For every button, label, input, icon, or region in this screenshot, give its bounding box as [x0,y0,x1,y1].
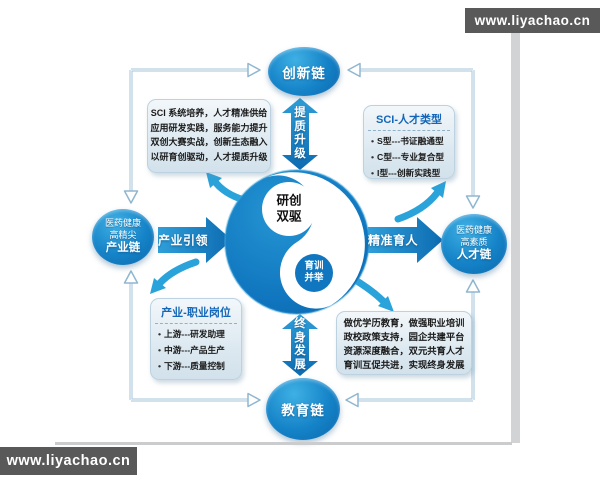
talent-chain-line1: 医药健康 [455,225,492,236]
sci-talent-type-box: SCI-人才类型 S型---书证融通型 C型---专业复合型 I型---创新实践… [363,105,455,179]
precise-education-arrow-label: 精准育人 [367,233,419,248]
watermark-url-bottom: www.liyachao.cn [6,453,131,469]
page-edge-horizontal-strip [55,442,512,445]
quality-upgrade-arrow-icon [282,98,318,170]
education-chain-label: 教育链 [281,403,325,418]
connector-frame-highlight [130,69,474,401]
industry-chain-line3: 产业链 [105,241,141,254]
summary-line: 双创大赛实战，创新生态融入 [150,137,268,148]
research-innovation-dual-drive-label: 研创双驱 [276,193,302,223]
talent-chain-line2: 高素质 [460,236,488,247]
page-edge-vertical-strip [511,10,520,443]
job-position-item: 上游---研发助理 [155,327,237,343]
lifelong-development-arrow-icon [282,314,318,376]
job-positions-title: 产业-职业岗位 [155,304,237,324]
industry-job-positions-box: 产业-职业岗位 上游---研发助理 中游---产品生产 下游---质量控制 [150,298,242,380]
industry-lead-arrow-icon [158,217,232,263]
watermark-url-top: www.liyachao.cn [474,13,591,28]
summary-line: 政校政策支持，园企共建平台 [343,331,465,342]
watermark-bar-top: www.liyachao.cn [465,8,600,33]
innovation-chain-label: 创新链 [282,65,326,81]
summary-line: 以研育创驱动，人才提质升级 [150,151,268,162]
connector-arrowhead-icons [123,62,481,408]
summary-line: SCI 系统培养，人才精准供给 [150,108,268,118]
talent-type-title: SCI-人才类型 [368,111,450,131]
job-position-item: 中游---产品生产 [155,343,237,359]
talent-chain-node: 医药健康 高素质 人才链 [441,214,507,274]
summary-line: 育训互促共进，实现终身发展 [343,359,465,370]
watermark-bar-bottom: www.liyachao.cn [0,447,137,475]
swoosh-arrowhead-icons [150,172,446,312]
summary-line: 资源深度融合，双元共育人才 [343,345,465,356]
talent-type-item: S型---书证融通型 [368,134,450,150]
talent-chain-line3: 人才链 [456,248,492,261]
industry-chain-line2: 高精尖 [109,229,137,240]
sci-training-summary-box: SCI 系统培养，人才精准供给 应用研发实践，服务能力提升 双创大赛实战，创新生… [147,99,271,173]
innovation-chain-node: 创新链 [268,47,340,96]
talent-type-item: C型---专业复合型 [368,150,450,166]
education-training-combined-label: 育训并举 [304,260,324,284]
industry-chain-line1: 医药健康 [104,218,141,229]
yinyang-core-icon [224,169,370,315]
quality-upgrade-arrow-label: 提质升级 [294,106,306,160]
summary-line: 做优学历教育，做强职业培训 [343,318,465,328]
education-chain-node: 教育链 [266,378,340,440]
education-training-summary-box: 做优学历教育，做强职业培训 政校政策支持，园企共建平台 资源深度融合，双元共育人… [336,311,472,375]
lifelong-development-arrow-label: 终身发展 [294,317,306,371]
industry-chain-node: 医药健康 高精尖 产业链 [92,209,154,265]
job-position-item: 下游---质量控制 [155,359,237,375]
precise-education-arrow-icon [368,217,443,263]
industry-lead-arrow-label: 产业引领 [157,233,209,248]
summary-line: 应用研发实践，服务能力提升 [150,122,268,133]
talent-type-item: I型---创新实践型 [368,166,450,182]
